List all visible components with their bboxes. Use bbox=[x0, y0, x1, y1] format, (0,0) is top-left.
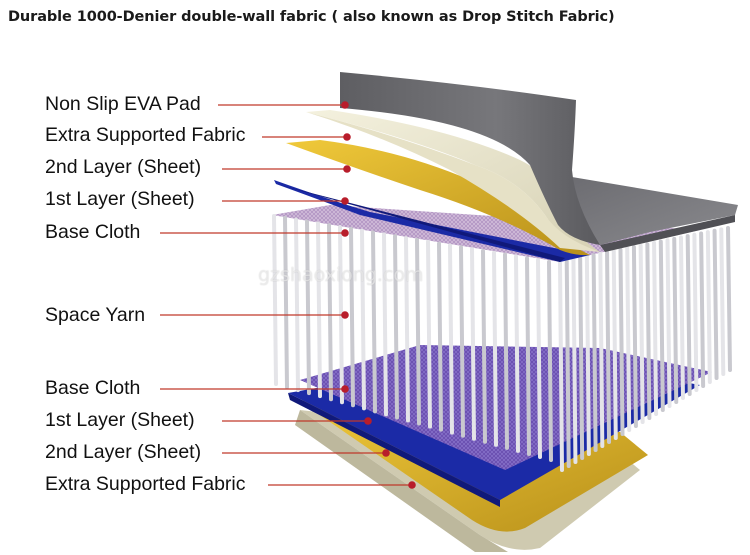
page-title: Durable 1000-Denier double-wall fabric (… bbox=[8, 9, 615, 25]
yarn-fiber bbox=[688, 236, 690, 394]
yarn-fiber bbox=[627, 248, 629, 430]
yarn-fiber bbox=[472, 249, 474, 439]
yarn-fiber bbox=[351, 229, 353, 405]
yarn-fiber bbox=[580, 258, 582, 458]
label-first-layer-sheet-bottom: 1st Layer (Sheet) bbox=[45, 411, 195, 431]
yarn-fiber bbox=[600, 254, 602, 446]
marker-dot bbox=[341, 229, 349, 237]
watermark: gzshaoxiong.com bbox=[258, 264, 424, 286]
yarn-fiber bbox=[708, 232, 710, 382]
yarn-fiber bbox=[567, 261, 569, 466]
label-base-cloth-bottom: Base Cloth bbox=[45, 379, 140, 399]
yarn-fiber bbox=[721, 229, 723, 374]
label-first-layer-sheet-top: 1st Layer (Sheet) bbox=[45, 190, 195, 210]
label-space-yarn: Space Yarn bbox=[45, 306, 145, 326]
marker-dot bbox=[341, 385, 349, 393]
label-base-cloth-top: Base Cloth bbox=[45, 223, 140, 243]
marker-dot bbox=[343, 133, 351, 141]
yarn-fiber bbox=[641, 246, 643, 422]
yarn-fiber bbox=[483, 251, 485, 442]
yarn-fiber bbox=[647, 244, 649, 418]
label-second-layer-sheet-bottom: 2nd Layer (Sheet) bbox=[45, 443, 201, 463]
marker-dot bbox=[341, 197, 349, 205]
marker-dot bbox=[382, 449, 390, 457]
yarn-fiber bbox=[494, 253, 496, 445]
yarn-fiber bbox=[728, 228, 730, 370]
yarn-fiber bbox=[461, 247, 463, 435]
yarn-fiber bbox=[505, 255, 507, 448]
yarn-fiber bbox=[668, 240, 670, 406]
yarn-fiber bbox=[285, 218, 287, 387]
yarn-fiber bbox=[607, 252, 609, 442]
yarn-fiber bbox=[296, 220, 298, 390]
yarn-fiber bbox=[620, 250, 622, 434]
yarn-fiber bbox=[384, 234, 386, 414]
yarn-fiber bbox=[373, 233, 375, 412]
yarn-fiber bbox=[318, 223, 320, 396]
yarn-fiber bbox=[715, 231, 717, 378]
label-extra-supported-fabric-top: Extra Supported Fabric bbox=[45, 126, 246, 146]
yarn-fiber bbox=[527, 258, 529, 454]
yarn-fiber bbox=[634, 247, 636, 426]
yarn-fiber bbox=[362, 231, 364, 409]
yarn-fiber bbox=[573, 259, 575, 462]
yarn-fiber bbox=[329, 225, 331, 399]
yarn-fiber bbox=[594, 255, 596, 450]
yarn-fiber bbox=[654, 243, 656, 414]
yarn-fiber bbox=[538, 260, 540, 457]
yarn-fiber bbox=[516, 256, 518, 450]
label-extra-supported-fabric-bottom: Extra Supported Fabric bbox=[45, 475, 246, 495]
marker-dot bbox=[343, 165, 351, 173]
yarn-fiber bbox=[450, 245, 452, 432]
yarn-fiber bbox=[560, 262, 562, 470]
yarn-fiber bbox=[307, 222, 309, 394]
yarn-fiber bbox=[274, 216, 276, 384]
marker-dot bbox=[341, 311, 349, 319]
marker-dot bbox=[364, 417, 372, 425]
yarn-fiber bbox=[701, 233, 703, 386]
yarn-fiber bbox=[614, 251, 616, 438]
yarn-fiber bbox=[428, 242, 430, 427]
yarn-fiber bbox=[439, 244, 441, 430]
yarn-fiber bbox=[549, 262, 551, 460]
label-non-slip-eva-pad: Non Slip EVA Pad bbox=[45, 95, 201, 115]
label-second-layer-sheet-top: 2nd Layer (Sheet) bbox=[45, 158, 201, 178]
yarn-fiber bbox=[674, 239, 676, 402]
marker-dot bbox=[408, 481, 416, 489]
yarn-fiber bbox=[694, 235, 696, 390]
marker-dot bbox=[341, 101, 349, 109]
yarn-fiber bbox=[661, 242, 663, 410]
yarn-fiber bbox=[681, 238, 683, 398]
yarn-fiber bbox=[587, 257, 589, 454]
